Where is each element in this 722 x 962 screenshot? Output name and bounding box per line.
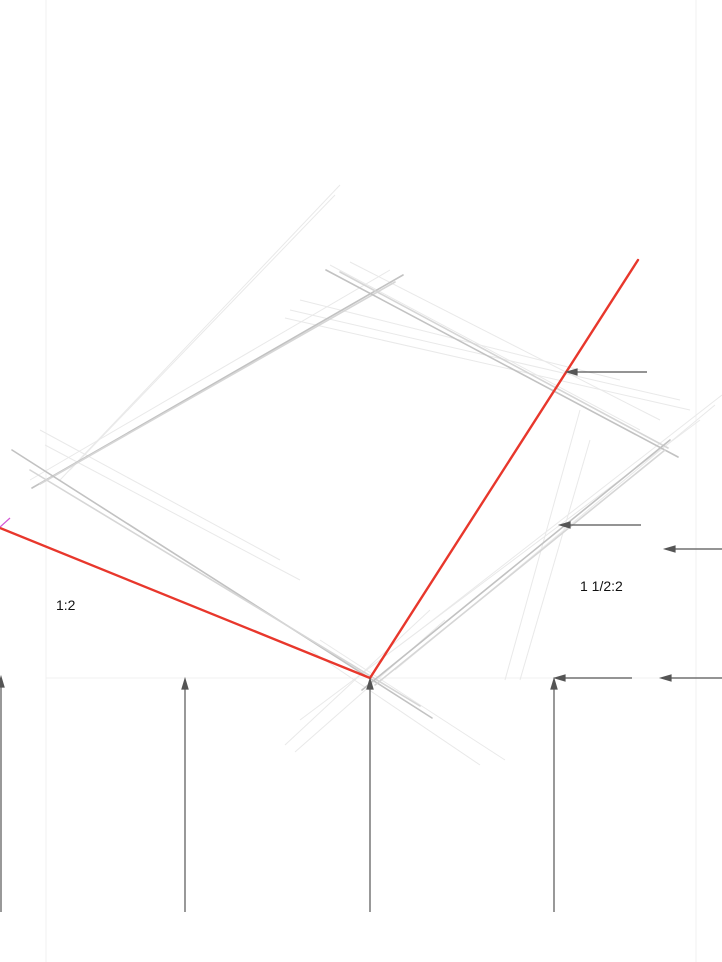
horizontal-arrow-1: [564, 368, 647, 376]
vertical-arrow-4: [550, 676, 558, 912]
horizontal-arrow-4: [552, 674, 632, 682]
ratio-label-left: 1:2: [56, 597, 76, 613]
red-perspective-lines: [0, 258, 640, 680]
horizontal-arrows: [552, 368, 722, 682]
front-left-edge-double: [29, 469, 421, 707]
vertical-arrow-3: [366, 676, 374, 912]
vertical-arrow-2: [181, 676, 189, 912]
front-left-edge: [11, 449, 433, 719]
horizontal-arrow-3: [662, 545, 722, 553]
front-right-edge: [361, 439, 671, 691]
back-right-edge-double: [339, 271, 669, 449]
back-right-edge: [325, 269, 679, 458]
horizontal-arrow-2: [557, 521, 641, 529]
magenta-tick: [0, 517, 11, 528]
sketched-box-edges: [11, 269, 679, 719]
horizontal-arrow-5: [658, 674, 722, 682]
front-right-edge-double: [374, 449, 666, 686]
vertical-arrows: [0, 674, 558, 912]
red-line-left: [0, 526, 372, 680]
ratio-label-right: 1 1/2:2: [580, 578, 623, 594]
back-left-edge-double: [39, 281, 396, 485]
red-line-right: [368, 258, 640, 680]
vertical-arrow-1: [0, 674, 5, 912]
page-guides: [45, 0, 697, 962]
